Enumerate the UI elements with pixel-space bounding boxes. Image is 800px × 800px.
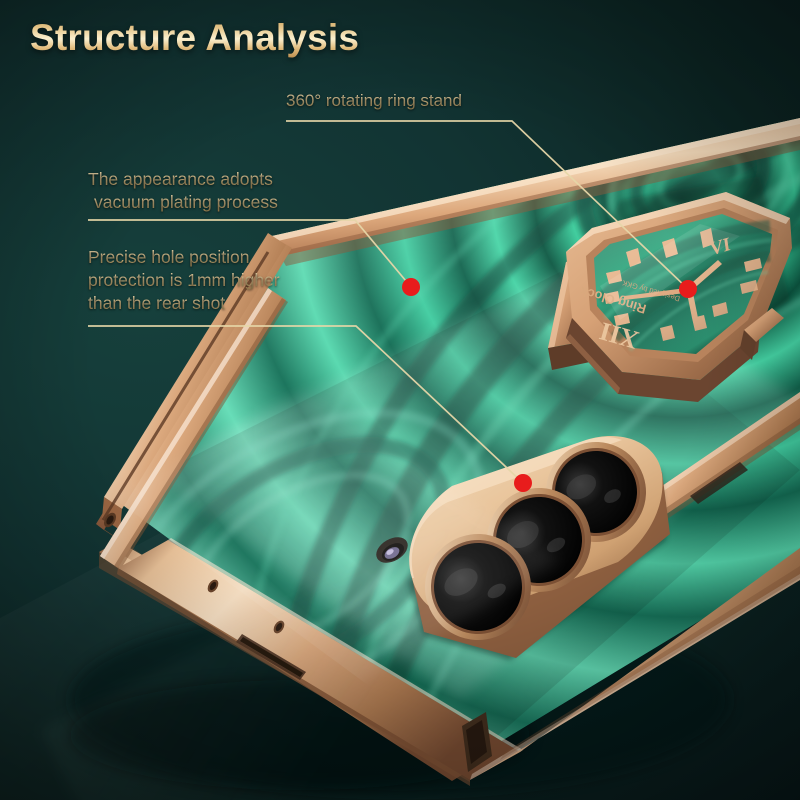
callout-hole-position-line-1: Precise hole position: [88, 246, 280, 269]
callout-hole-position-line-3: than the rear shot: [88, 292, 280, 315]
page-title: Structure Analysis: [30, 17, 360, 58]
callout-ring-stand-line-1: 360° rotating ring stand: [286, 90, 462, 112]
callout-vacuum-plating: The appearance adopts vacuum plating pro…: [88, 168, 278, 214]
ring-hinge-tab: [740, 308, 784, 360]
callout-hole-position-line-2: protection is 1mm higher: [88, 269, 280, 290]
port-holes: [104, 512, 306, 680]
ring-clock-stand: VI XII Ring Clock Designed by GKK: [548, 176, 792, 402]
clock-bezel-side: [566, 318, 760, 402]
callout-ring-stand: 360° rotating ring stand: [286, 90, 462, 112]
callout-hole-position: Precise hole position protection is 1mm …: [88, 246, 280, 314]
callout-vacuum-plating-line-2: vacuum plating process: [88, 191, 278, 214]
callout-vacuum-plating-line-1: The appearance adopts: [88, 168, 278, 191]
right-bottom-frame: [462, 548, 800, 780]
